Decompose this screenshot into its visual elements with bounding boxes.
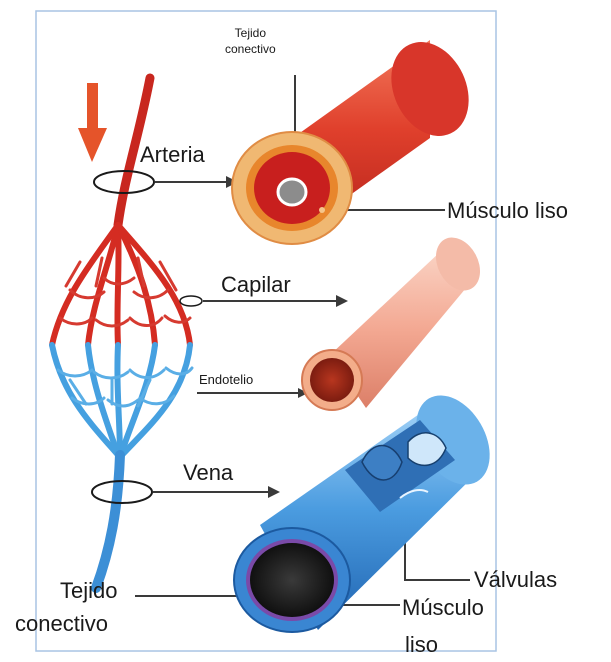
label-vena: Vena <box>183 460 233 486</box>
label-musculo-liso-bottom-line1: Músculo <box>402 595 484 621</box>
label-musculo-liso-bottom-line2: liso <box>405 632 438 658</box>
label-musculo-liso-top: Músculo liso <box>447 198 568 224</box>
label-tejido-conectivo-top-line2: conectivo <box>225 41 276 57</box>
vein-trunk <box>96 455 120 588</box>
label-valvulas: Válvulas <box>474 567 557 593</box>
flow-arrow-icon <box>78 83 107 162</box>
label-tejido-conectivo-bottom-line2: conectivo <box>15 611 108 637</box>
label-endotelio: Endotelio <box>199 372 253 387</box>
label-tejido-conectivo-bottom-line1: Tejido <box>60 578 117 604</box>
label-capilar: Capilar <box>221 272 291 298</box>
capillary-ring <box>180 296 202 306</box>
label-tejido-conectivo-top: Tejido conectivo <box>225 25 276 57</box>
label-tejido-conectivo-top-line1: Tejido <box>225 25 276 41</box>
artery-cylinder <box>232 29 483 244</box>
capillary-cylinder <box>302 230 489 410</box>
label-arteria: Arteria <box>140 142 205 168</box>
